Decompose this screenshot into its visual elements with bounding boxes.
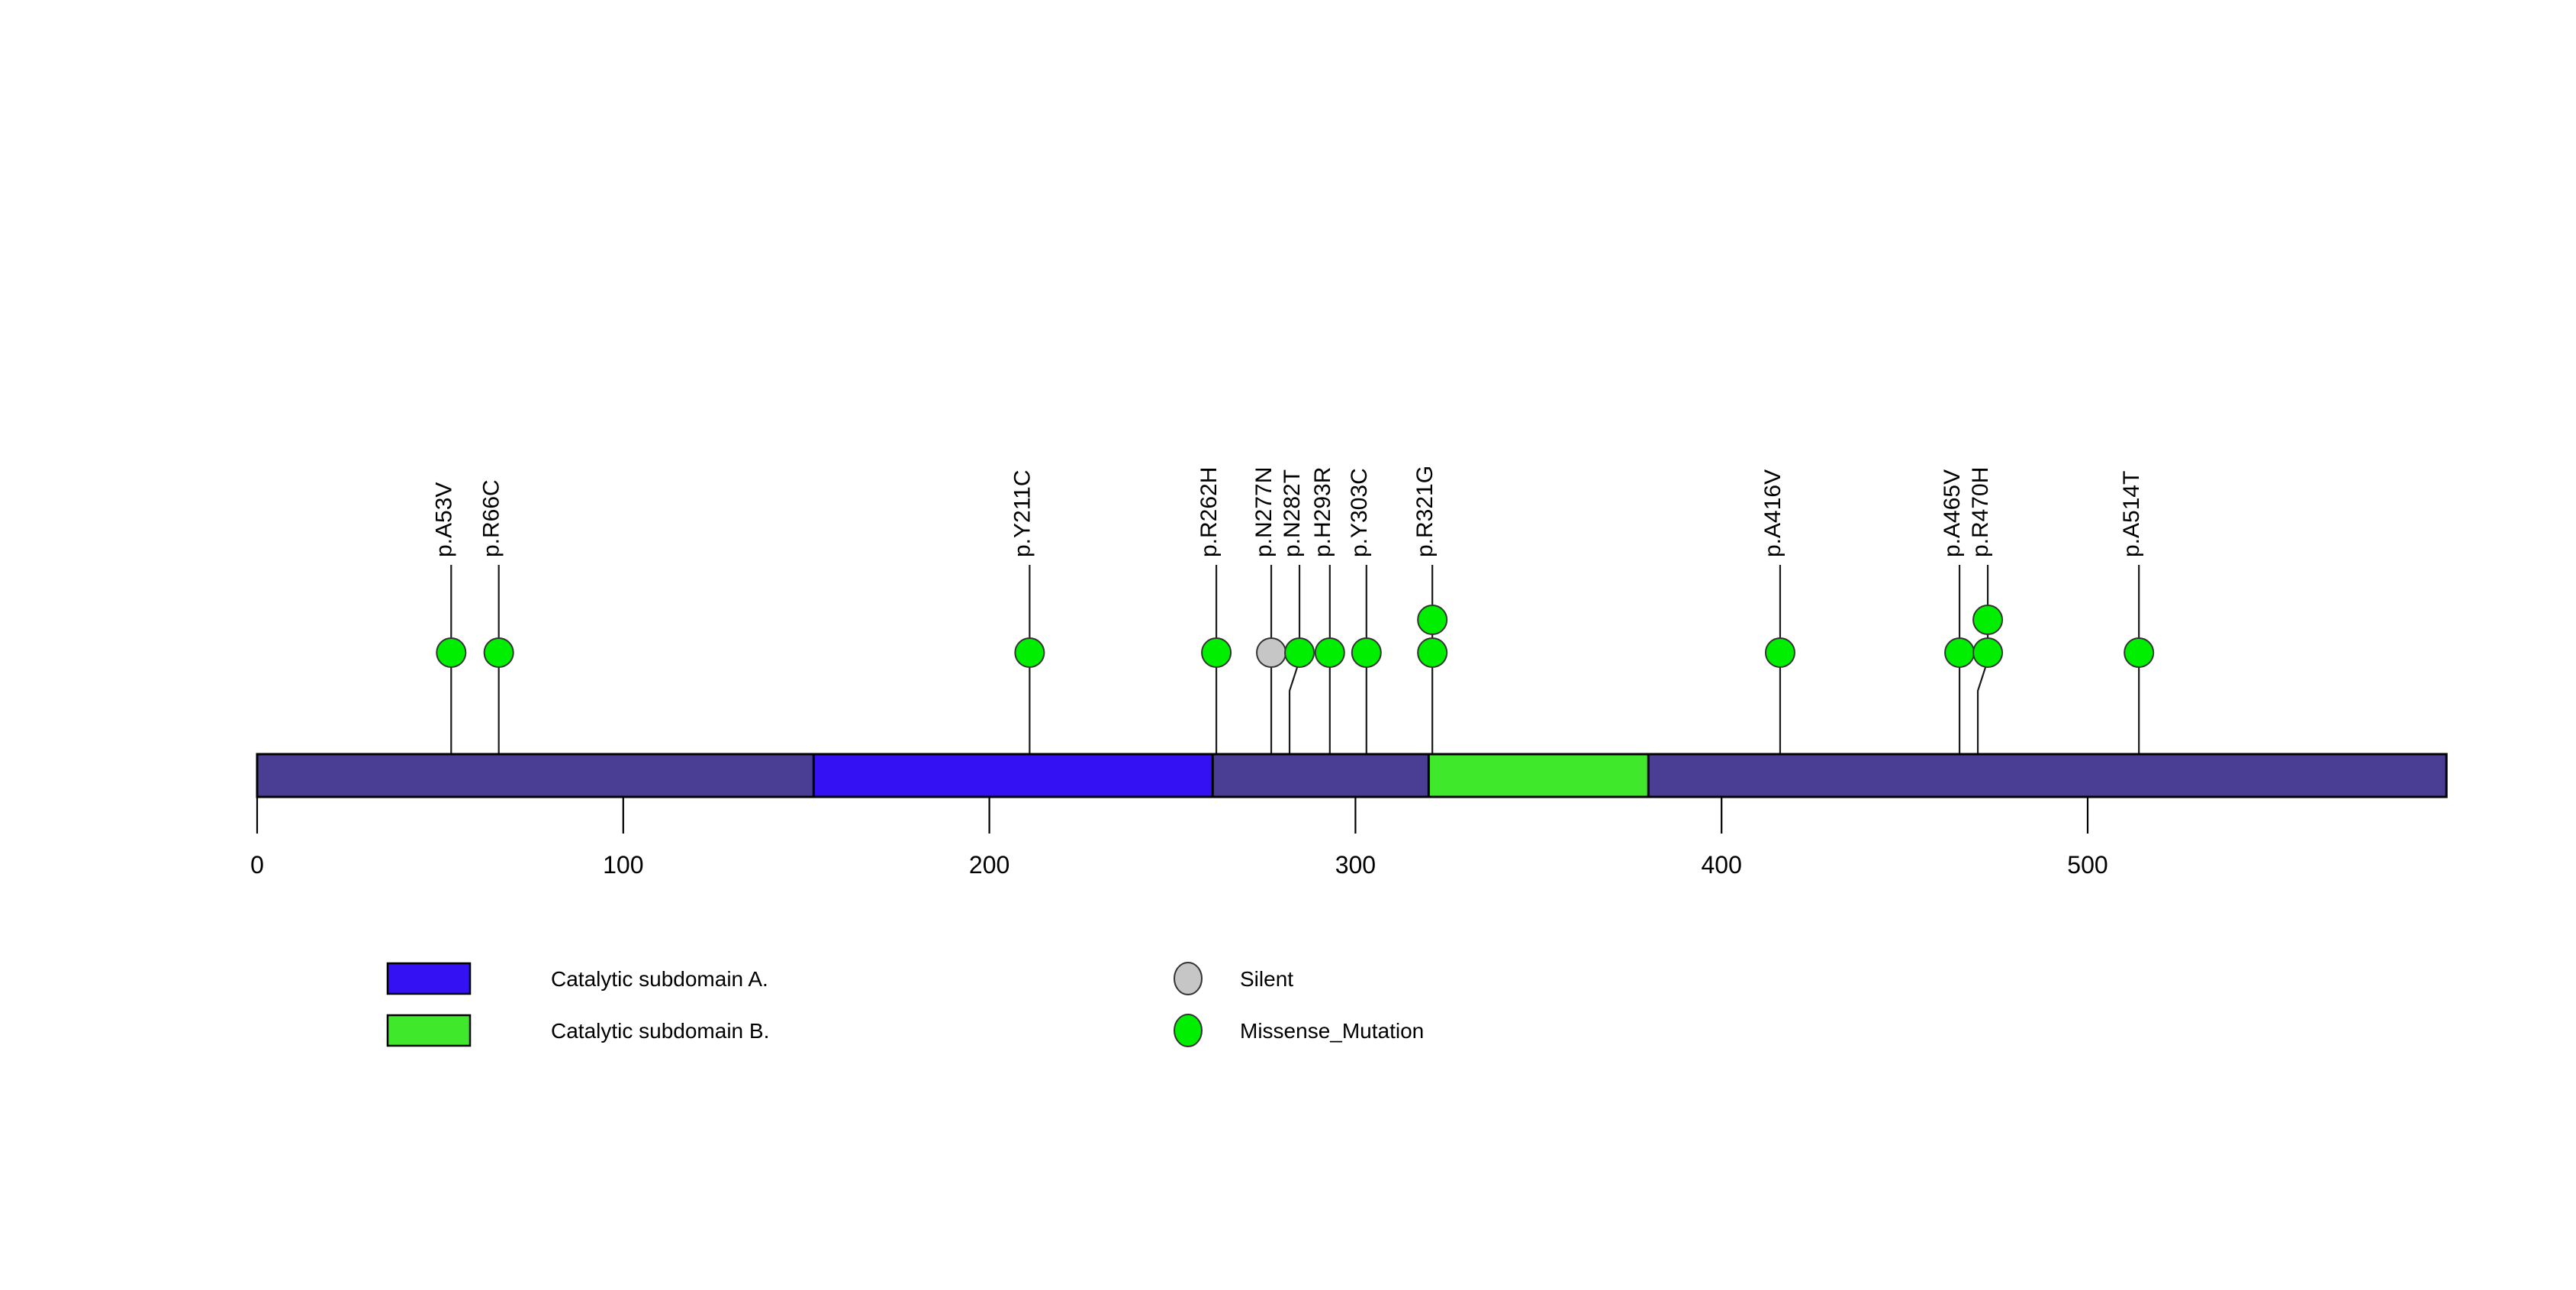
legend-domain-swatch bbox=[386, 1014, 472, 1047]
legend-mutation-label: Missense_Mutation bbox=[1240, 1019, 1424, 1043]
mutation-dot[interactable] bbox=[1256, 637, 1287, 668]
mutation-label: p.R470H bbox=[1968, 467, 1993, 557]
protein-backbone-bar bbox=[256, 753, 2448, 798]
legend-mutation-label: Silent bbox=[1240, 967, 1293, 991]
mutation-dot[interactable] bbox=[2124, 637, 2155, 668]
mutation-dot[interactable] bbox=[1201, 637, 1232, 668]
legend-domain-label: Catalytic subdomain B. bbox=[551, 1019, 769, 1043]
legend-group: Catalytic subdomain A. Catalytic subdomai… bbox=[386, 962, 1424, 1047]
legend-mutation-dot bbox=[1174, 962, 1203, 995]
mutation-dot[interactable] bbox=[1314, 637, 1345, 668]
lollipop-stem bbox=[1288, 565, 1301, 797]
mutation-label: p.R262H bbox=[1196, 467, 1222, 557]
mutation-label: p.N277N bbox=[1251, 467, 1277, 557]
mutation-dot[interactable] bbox=[1972, 637, 2004, 668]
mutation-dot[interactable] bbox=[1764, 637, 1795, 668]
mutation-label: p.A465V bbox=[1940, 469, 1965, 557]
axis-tick-label: 500 bbox=[2067, 851, 2107, 879]
legend-domain-swatch bbox=[386, 962, 472, 995]
mutation-label: p.H293R bbox=[1310, 467, 1335, 557]
mutation-label: p.A53V bbox=[431, 482, 456, 557]
mutation-label: p.R321G bbox=[1412, 466, 1438, 557]
legend-mutation-dot bbox=[1174, 1014, 1203, 1047]
axis-tick-label: 100 bbox=[603, 851, 643, 879]
mutation-dot[interactable] bbox=[1944, 637, 1975, 668]
axis-tick-label: 200 bbox=[969, 851, 1009, 879]
mutation-dots-group bbox=[436, 605, 2155, 668]
mutation-label: p.R66C bbox=[479, 479, 504, 557]
mutation-dot[interactable] bbox=[1014, 637, 1045, 668]
mutation-label: p.N282T bbox=[1280, 469, 1305, 557]
mutation-label: p.A514T bbox=[2119, 471, 2144, 557]
mutation-dot[interactable] bbox=[436, 637, 467, 668]
mutation-dot[interactable] bbox=[1284, 637, 1315, 668]
legend-domain-label: Catalytic subdomain A. bbox=[551, 967, 768, 991]
axis-tick-label: 300 bbox=[1335, 851, 1376, 879]
mutation-label: p.A416V bbox=[1760, 469, 1785, 557]
mutation-dot[interactable] bbox=[1351, 637, 1382, 668]
mutation-dot[interactable] bbox=[1972, 605, 2004, 635]
mutation-label: p.Y303C bbox=[1347, 468, 1372, 557]
axis-tick-label: 0 bbox=[250, 851, 264, 879]
protein-domain-1[interactable] bbox=[812, 753, 1214, 798]
mutation-dot[interactable] bbox=[1417, 605, 1448, 635]
mutation-dot[interactable] bbox=[1417, 637, 1448, 668]
lollipop-stems-group bbox=[450, 565, 2140, 797]
protein-domains-group bbox=[256, 753, 2448, 798]
axis-tick-label: 400 bbox=[1702, 851, 1742, 879]
residue-axis-group: 0 100 200 300 400 500 bbox=[250, 797, 2108, 879]
protein-domain-2[interactable] bbox=[1427, 753, 1650, 798]
mutation-dot[interactable] bbox=[483, 637, 514, 668]
mutation-label: p.Y211C bbox=[1009, 469, 1035, 557]
